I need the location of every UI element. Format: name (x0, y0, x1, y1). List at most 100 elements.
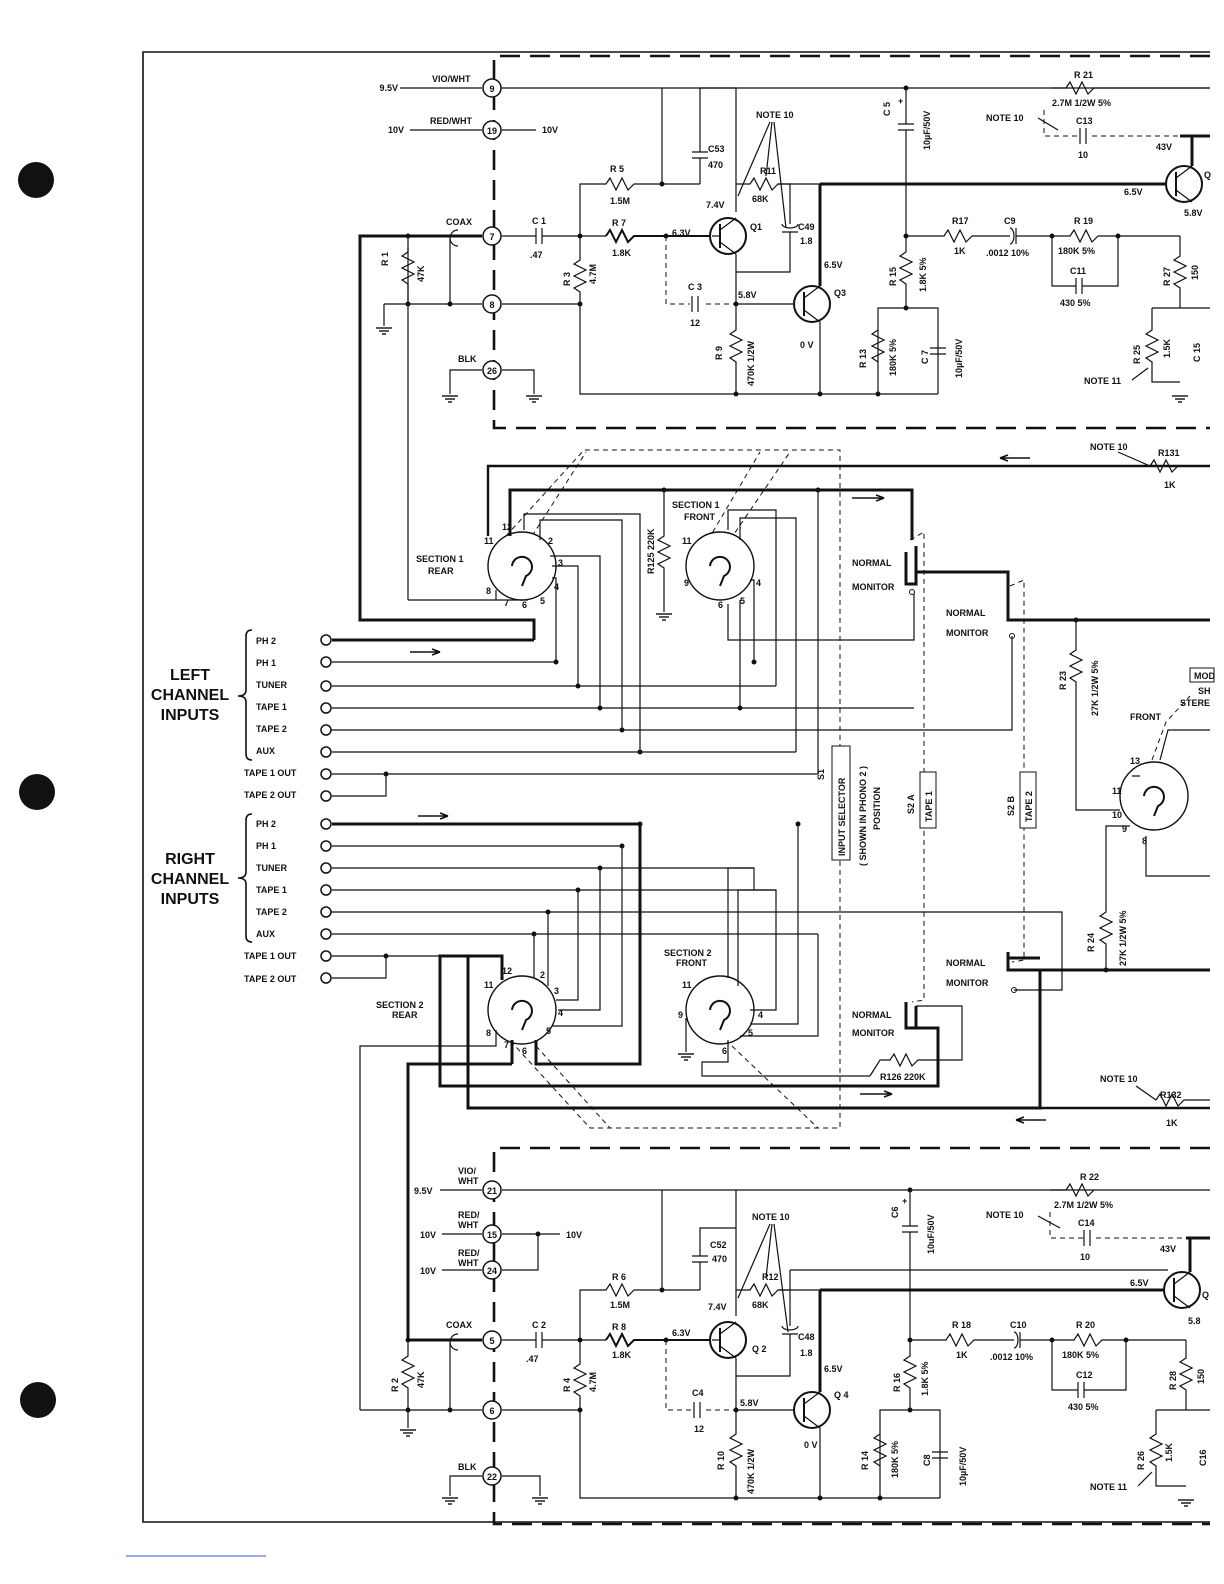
r6-label: R 6 (612, 1272, 626, 1282)
c12-value: 430 5% (1068, 1402, 1099, 1412)
r14-label: R 14 (860, 1451, 870, 1470)
top-coax-label: COAX (446, 217, 472, 227)
pin7-terminal (482, 226, 502, 246)
right-tuner-jack (320, 862, 332, 874)
c4-value: 12 (694, 1424, 704, 1434)
r2-value: 47K (416, 1371, 426, 1388)
pin21-voltage: 9.5V (414, 1186, 433, 1196)
svg-text:8: 8 (1142, 836, 1147, 846)
pin26-terminal (482, 360, 502, 380)
pin15-terminal (482, 1224, 502, 1244)
q1-base-voltage: 6.3V (672, 228, 691, 238)
svg-text:12: 12 (502, 966, 512, 976)
c16-label: C16 (1198, 1449, 1208, 1466)
svg-text:11: 11 (1112, 786, 1122, 796)
pin21-wire1: VIO/ (458, 1166, 477, 1176)
note10-c14: NOTE 10 (986, 1210, 1024, 1220)
pin5-terminal (482, 1330, 502, 1350)
svg-text:7: 7 (504, 598, 509, 608)
q4-label: Q 4 (834, 1390, 849, 1400)
note11-bottom: NOTE 11 (1090, 1482, 1127, 1492)
binder-hole-2 (19, 774, 55, 810)
c4-label: C4 (692, 1388, 704, 1398)
left-tape2-jack (320, 724, 332, 736)
mode-stereo: STERE (1180, 698, 1210, 708)
svg-text:11: 11 (682, 536, 692, 546)
c7-label: C 7 (920, 350, 930, 364)
c11-label: C11 (1070, 266, 1086, 276)
right-aux: AUX (256, 929, 275, 939)
left-aux: AUX (256, 746, 275, 756)
left-tape1-jack (320, 702, 332, 714)
s1-name: INPUT SELECTOR (837, 777, 847, 856)
c14-label: C14 (1078, 1218, 1095, 1228)
pin21-wire2: WHT (458, 1176, 479, 1186)
svg-text:5: 5 (740, 596, 745, 606)
q2-label: Q 2 (752, 1344, 767, 1354)
r10-value: 470K 1/2W (746, 1448, 756, 1494)
pin7-label: 7 (489, 232, 494, 242)
r15-label: R 15 (888, 267, 898, 286)
left-tape1-out-jack (320, 768, 332, 780)
r20-value: 180K 5% (1062, 1350, 1099, 1360)
pin15-wire1: RED/ (458, 1210, 480, 1220)
pin21-label: 21 (487, 1186, 497, 1196)
left-ph1: PH 1 (256, 658, 276, 668)
right-tape1-jack (320, 884, 332, 896)
top-board-outline (492, 54, 1210, 430)
bottom-stage: R 2 47K C 2 .47 R 4 4.7M R 6 1.5M R 8 1.… (390, 1062, 1210, 1507)
svg-text:7: 7 (504, 1040, 509, 1050)
r28-value: 150 (1196, 1369, 1206, 1384)
r3-value: 4.7M (588, 264, 598, 284)
r15-value: 1.8K 5% (918, 257, 928, 292)
c53-label: C53 (708, 144, 725, 154)
r2-label: R 2 (390, 1378, 400, 1392)
c14-value: 10 (1080, 1252, 1090, 1262)
c1-label: C 1 (532, 216, 546, 226)
svg-text:10: 10 (1112, 810, 1122, 820)
mode-switch-wafer (1119, 761, 1189, 831)
r4-label: R 4 (562, 1378, 572, 1392)
outer-frame (142, 51, 1210, 1523)
sec2-rear-label-2: REAR (392, 1010, 418, 1020)
r21-value: 2.7M 1/2W 5% (1052, 98, 1111, 108)
pin24-voltage: 10V (420, 1266, 436, 1276)
c49-value: 1.8 (800, 236, 813, 246)
note10-r131: NOTE 10 (1090, 442, 1128, 452)
c2-label: C 2 (532, 1320, 546, 1330)
r27-label: R 27 (1162, 267, 1172, 286)
pin24-wire1: RED/ (458, 1248, 480, 1258)
r7-label: R 7 (612, 218, 626, 228)
left-ph2-jack (320, 634, 332, 646)
c11-value: 430 5% (1060, 298, 1091, 308)
q4-collector-voltage: 6.5V (824, 1364, 843, 1374)
bottom-coax-label: COAX (446, 1320, 472, 1330)
r11-label: R11 (760, 166, 776, 176)
right-aux-jack (320, 928, 332, 940)
c12-label: C12 (1076, 1370, 1093, 1380)
c49-label: C49 (798, 222, 815, 232)
svg-text:6: 6 (718, 600, 723, 610)
pin9-wire: VIO/WHT (432, 74, 471, 84)
r17-label: R17 (952, 216, 969, 226)
q2-emitter-voltage: 5.8V (740, 1398, 759, 1408)
s1-note2: POSITION (872, 787, 882, 830)
c9-value: .0012 10% (986, 248, 1029, 258)
c3-value: 12 (690, 318, 700, 328)
mode-front-label: FRONT (1130, 712, 1161, 722)
c1-value: .47 (530, 250, 543, 260)
c6-value: 10uF/50V (926, 1214, 936, 1254)
s2a-bot-normal: NORMAL (852, 1010, 892, 1020)
pin5-label: 5 (489, 1336, 494, 1346)
r26-value: 1.5K (1164, 1442, 1174, 1462)
svg-text:5: 5 (540, 596, 545, 606)
svg-text:+: + (898, 96, 903, 106)
r19-value: 180K 5% (1058, 246, 1095, 256)
c8-value: 10µF/50V (958, 1447, 968, 1486)
svg-text:6: 6 (722, 1046, 727, 1056)
section2-front-wafer (685, 975, 755, 1045)
left-tuner: TUNER (256, 680, 287, 690)
q-top-voltage-58: 5.8V (1184, 208, 1203, 218)
r10-label: R 10 (716, 1451, 726, 1470)
